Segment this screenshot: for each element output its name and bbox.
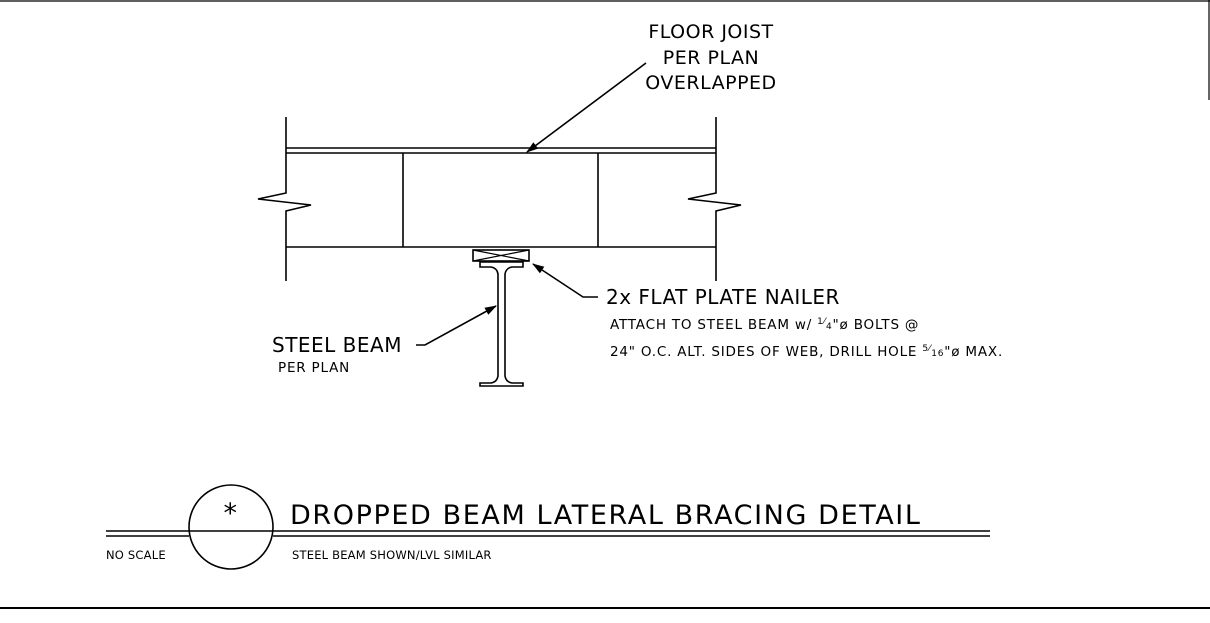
nailer-cross-2 [472,249,530,262]
beam-leader-arrow [416,305,497,346]
nailer-note1-frac-slash: ⁄ [822,317,828,327]
nailer-note1-text-b: "ø BOLTS @ [833,317,920,333]
floor-assembly [257,117,742,281]
beam-label: STEEL BEAM [272,333,402,357]
break-line-left [257,117,312,281]
title-block: * DROPPED BEAM LATERAL BRACING DETAIL ST… [106,484,990,570]
nailer-note-line2: 24" O.C. ALT. SIDES OF WEB, DRILL HOLE 5… [610,344,1003,360]
detail-subtitle: STEEL BEAM SHOWN/LVL SIMILAR [292,548,492,562]
nailer-note2-text-b: "ø MAX. [944,344,1003,360]
detail-mark: * [223,498,238,529]
nailer-note2-frac-den: 16 [931,349,944,359]
nailer-note2-text-a: 24" O.C. ALT. SIDES OF WEB, DRILL HOLE [610,344,922,360]
nailer-note1-text-a: ATTACH TO STEEL BEAM w/ [610,317,817,333]
nailer-note2-frac-num: 5 [922,344,929,354]
nailer-leader-arrow [532,263,598,298]
joist-label-line3: OVERLAPPED [645,72,776,94]
joist-leader-arrow [526,62,647,153]
scale-note: NO SCALE [106,548,166,562]
break-line-right [687,117,742,281]
nailer-note1-frac-den: 4 [826,322,833,332]
joist-label-line1: FLOOR JOIST [648,21,773,43]
nailer-note-line1: ATTACH TO STEEL BEAM w/ 1⁄4"ø BOLTS @ [610,317,919,333]
nailer-label: 2x FLAT PLATE NAILER [606,285,840,309]
nailer-rect [472,249,530,262]
nailer-plate [472,249,530,262]
nailer-note2-frac-slash: ⁄ [927,344,933,354]
nailer-note1-frac-num: 1 [817,317,824,327]
detail-title: DROPPED BEAM LATERAL BRACING DETAIL [290,500,922,531]
joist-label-line2: PER PLAN [663,47,759,69]
beam-sub-label: PER PLAN [278,360,350,376]
detail-circle [188,484,274,570]
steel-i-beam [479,261,524,387]
